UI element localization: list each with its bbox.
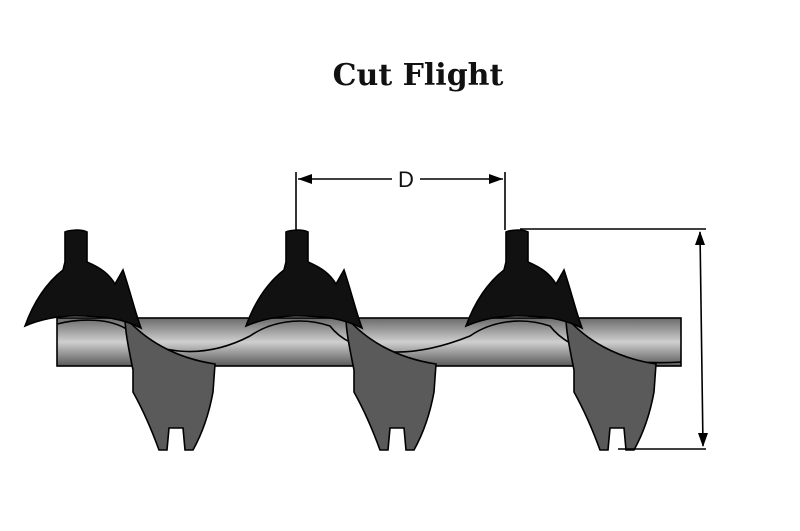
pitch-dimension: D xyxy=(295,167,506,230)
pitch-label: D xyxy=(398,167,414,192)
diameter-dimension xyxy=(520,228,708,450)
diagram-title: Cut Flight xyxy=(332,58,504,93)
